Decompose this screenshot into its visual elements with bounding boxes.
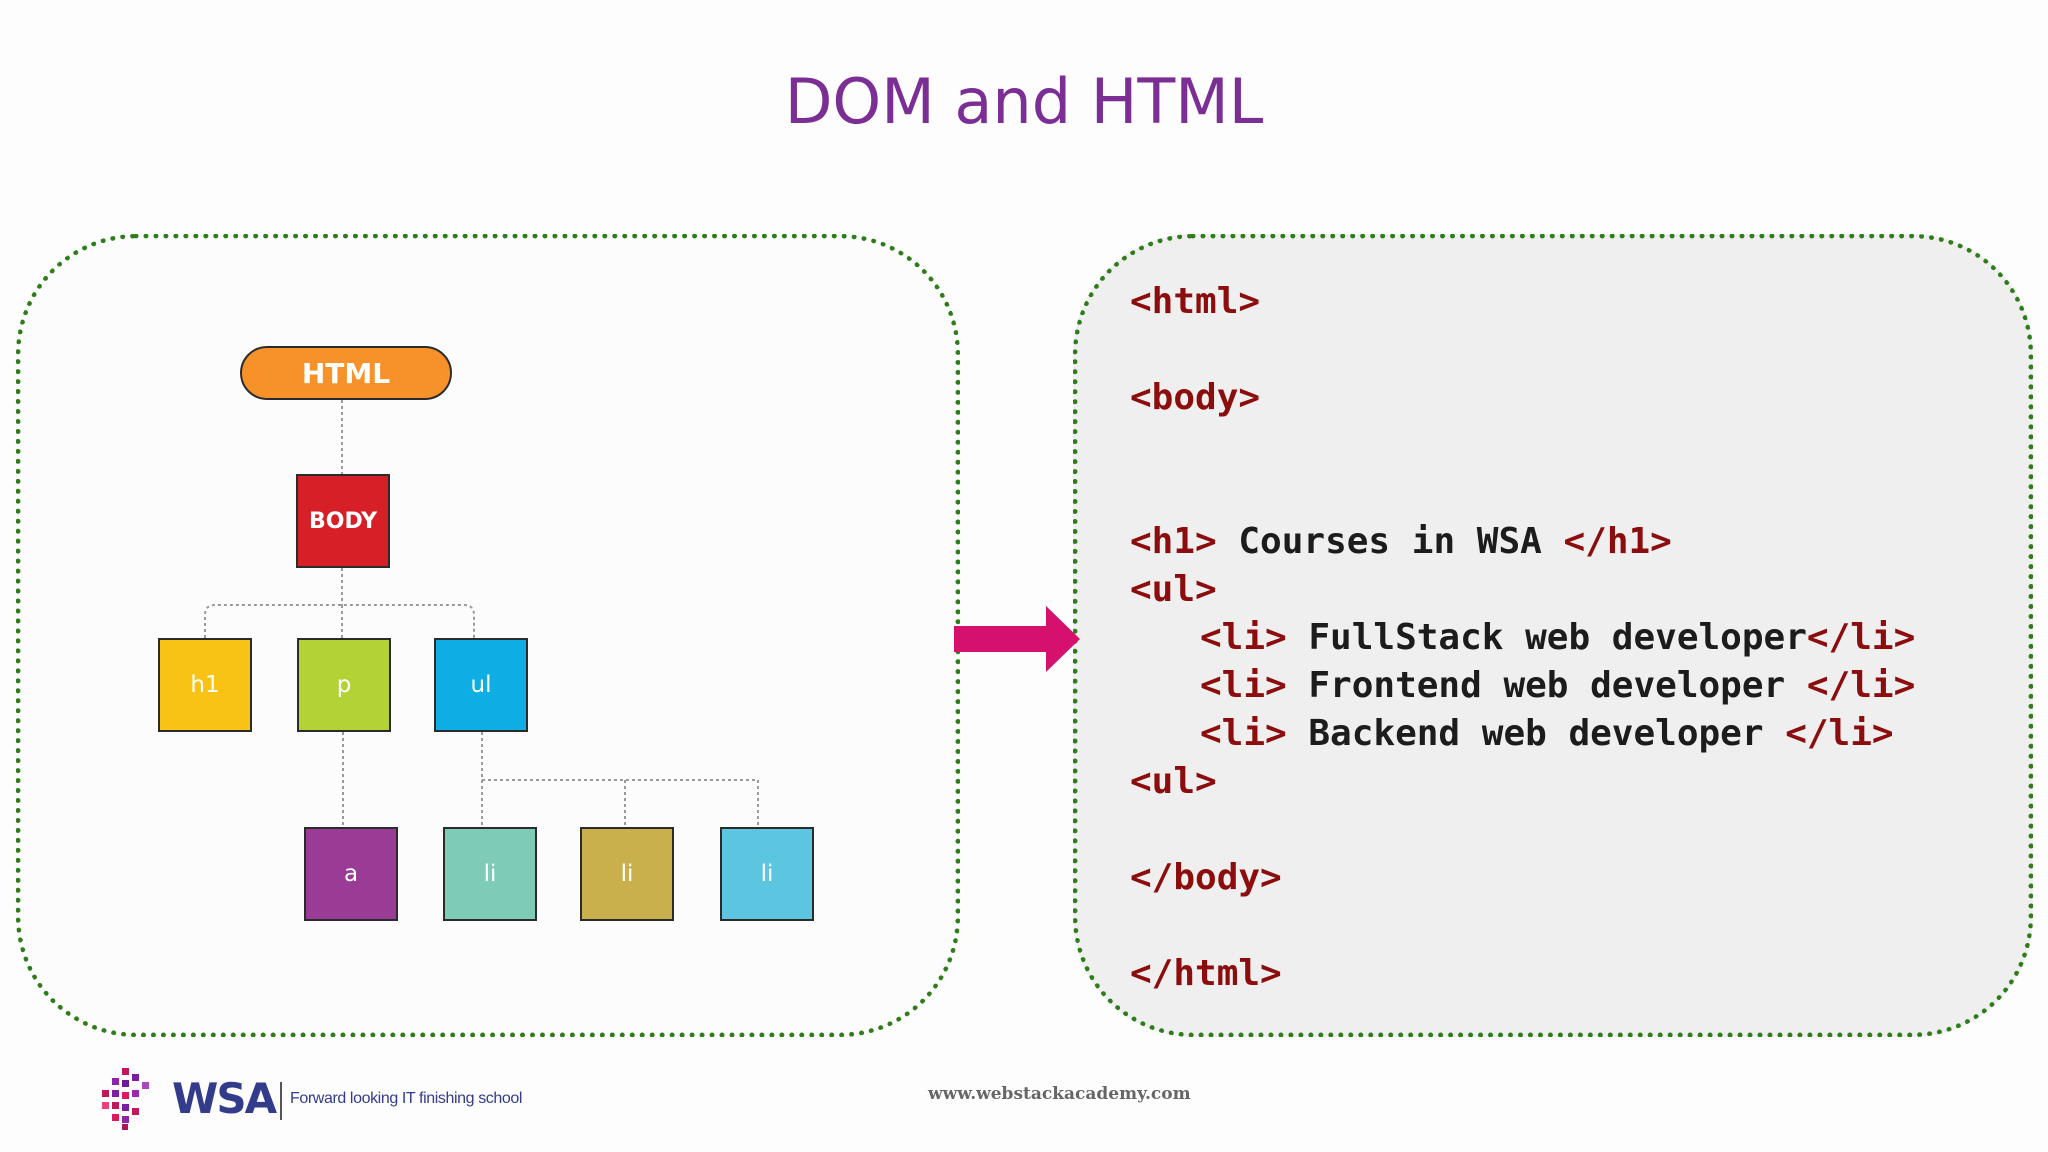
code-tag: <li> <box>1200 713 1287 754</box>
code-tag: <html> <box>1130 281 1261 322</box>
code-text: Backend web developer <box>1286 713 1786 754</box>
code-line-html-open: <html> <box>1130 280 1260 324</box>
code-tag: </li> <box>1806 617 1916 658</box>
html-node: HTML <box>240 346 452 400</box>
code-line-body-open: <body> <box>1130 376 1260 420</box>
code-line-li-3: <li> Backend web developer </li> <box>1200 712 1894 756</box>
code-tag: <body> <box>1130 377 1261 418</box>
code-tag: </html> <box>1130 953 1282 994</box>
h1-node: h1 <box>158 638 252 732</box>
brand-tagline: Forward looking IT finishing school <box>290 1090 523 1107</box>
code-tag: </body> <box>1130 857 1282 898</box>
code-line-ul-end: <ul> <box>1130 760 1217 804</box>
connector-ul-li3 <box>482 779 759 827</box>
code-tag: <li> <box>1200 617 1287 658</box>
code-tag: </li> <box>1785 713 1894 754</box>
code-text: Courses in WSA <box>1216 521 1564 562</box>
brand-divider <box>280 1082 282 1120</box>
p-node: p <box>297 638 391 732</box>
li-node-3: li <box>720 827 814 921</box>
code-line-li-2: <li> Frontend web developer </li> <box>1200 664 1915 708</box>
code-line-html-close: </html> <box>1130 952 1282 996</box>
li-node-1: li <box>443 827 537 921</box>
li-node-2: li <box>580 827 674 921</box>
code-text: FullStack web developer <box>1286 617 1807 658</box>
wsa-logo-icon <box>102 1068 149 1130</box>
code-tag: </li> <box>1806 665 1916 706</box>
code-text: Frontend web developer <box>1286 665 1807 706</box>
html-code-panel <box>1073 234 2033 1037</box>
a-node: a <box>304 827 398 921</box>
code-line-body-close: </body> <box>1130 856 1282 900</box>
code-line-li-1: <li> FullStack web developer</li> <box>1200 616 1915 660</box>
ul-node: ul <box>434 638 528 732</box>
code-line-h1: <h1> Courses in WSA </h1> <box>1130 520 1672 564</box>
wsa-brand: WSA <box>172 1074 277 1123</box>
right-arrow-icon <box>954 606 1080 672</box>
body-node: BODY <box>296 474 390 568</box>
slide-title: DOM and HTML <box>784 65 1264 138</box>
connector-children-bar <box>204 604 475 638</box>
code-tag: <h1> <box>1130 521 1217 562</box>
code-tag: <li> <box>1200 665 1287 706</box>
code-tag: <ul> <box>1130 761 1217 802</box>
code-tag: <ul> <box>1130 569 1217 610</box>
website-url: www.webstackacademy.com <box>928 1084 1191 1104</box>
code-tag: </h1> <box>1563 521 1672 562</box>
code-line-ul-open: <ul> <box>1130 568 1217 612</box>
